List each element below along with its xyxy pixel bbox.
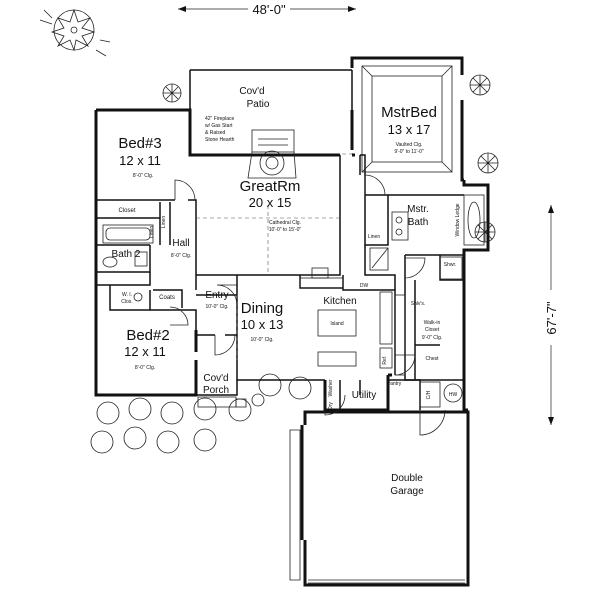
window-ledge-label: Window Ledge (455, 203, 461, 236)
fireplace-note-3: & Raised (205, 130, 226, 136)
walkin-closet-clg: 9'-0" Clg. (422, 335, 442, 341)
shower-label: Shwr. (444, 262, 457, 268)
depth-dimension: 67'-7" (544, 205, 559, 425)
garage-walls (289, 381, 470, 587)
linen-label-3: Linen (368, 234, 380, 240)
mstr-bed-size: 13 x 17 (388, 122, 431, 137)
patio-label-2: Patio (247, 99, 270, 110)
shrub-icon (474, 221, 496, 243)
patio-label: Cov'd (239, 86, 264, 97)
ceiling-lines (196, 205, 340, 360)
fireplace-note-1: 42" Fireplace (205, 116, 235, 122)
hw-label: HW (449, 392, 458, 398)
hall-clg: 8'-0" Clg. (171, 253, 191, 259)
wi-closet-label-2: Clos. (121, 299, 132, 305)
closet-label: Closet (118, 208, 135, 214)
pantry-label: Pantry (387, 381, 402, 387)
garage-label: Double (391, 473, 423, 484)
great-room-clg-2: 10'-0" to 15'-0" (269, 227, 302, 233)
mstr-bed-clg-1: Vaulted Clg. (396, 142, 423, 148)
width-label: 48'-0" (252, 2, 286, 17)
chest-label: Chest (425, 356, 439, 362)
walkin-closet-label-2: Closet (425, 327, 440, 333)
shrub-row (90, 373, 312, 454)
garage-label-2: Garage (390, 486, 424, 497)
walkin-closet-label-1: Walk-in (424, 320, 441, 326)
island-label: Island (330, 321, 344, 327)
washer-label: Washer (328, 379, 334, 396)
porch-label: Cov'd (203, 373, 228, 384)
refrigerator-label: Ref. (382, 355, 388, 364)
great-room-clg-1: Cathedral Clg. (269, 220, 301, 226)
shelves-label: Shlv's. (411, 301, 426, 307)
fireplace-note-2: w/ Gas Start (205, 123, 233, 129)
tree-icon (39, 8, 111, 57)
bed2-clg: 8'-0" Clg. (135, 365, 155, 371)
dining-label: Dining (241, 300, 284, 317)
fireplace-note-4: Stone Hearth (205, 137, 235, 143)
shrub-icon (162, 83, 182, 103)
dining-size: 10 x 13 (241, 317, 284, 332)
porch-label-2: Porch (203, 385, 229, 396)
great-room-label: GreatRm (240, 178, 301, 195)
exterior-walls (94, 108, 490, 412)
depth-label: 67'-7" (544, 301, 559, 335)
dishwasher-label: DW (360, 283, 369, 289)
kitchen-label: Kitchen (323, 296, 356, 307)
interior-walls (96, 154, 464, 410)
utility-label: Utility (352, 390, 376, 401)
wi-closet-label-1: W. I. (122, 292, 132, 298)
ch-label: C/H (426, 390, 432, 399)
entry-clg: 10'-0" Clg. (205, 304, 228, 310)
linen-label-2: Linen (149, 226, 155, 238)
porch (197, 396, 247, 408)
bath-fixtures (102, 194, 485, 302)
bath2-label: Bath 2 (112, 249, 141, 260)
bed3-label: Bed#3 (118, 135, 161, 152)
shrub-icon (477, 152, 499, 174)
mstr-bath-label-2: Bath (408, 217, 429, 228)
coats-label: Coats (159, 295, 175, 301)
mstr-bed-label: MstrBed (381, 104, 437, 121)
entry-label: Entry (205, 290, 228, 301)
bed3-size: 12 x 11 (119, 153, 161, 168)
dining-clg: 10'-0" Clg. (250, 337, 273, 343)
doors (169, 174, 426, 416)
hall-label: Hall (172, 238, 189, 249)
bed2-label: Bed#2 (126, 327, 169, 344)
dryer-label: Dry (328, 402, 334, 410)
mstr-bath-label: Mstr. (407, 204, 429, 215)
master-wing-walls (350, 56, 464, 182)
bed2-size: 12 x 11 (124, 344, 166, 359)
bed3-clg: 8'-0" Clg. (133, 173, 153, 179)
shrub-icon (469, 74, 491, 96)
kitchen-fixtures (299, 267, 406, 376)
mstr-bed-clg-2: 9'-0" to 11'-0" (394, 149, 423, 155)
fireplace (247, 129, 297, 179)
great-room-size: 20 x 15 (249, 195, 292, 210)
width-dimension: 48'-0" (178, 2, 356, 17)
linen-label-1: Linen (161, 216, 167, 228)
